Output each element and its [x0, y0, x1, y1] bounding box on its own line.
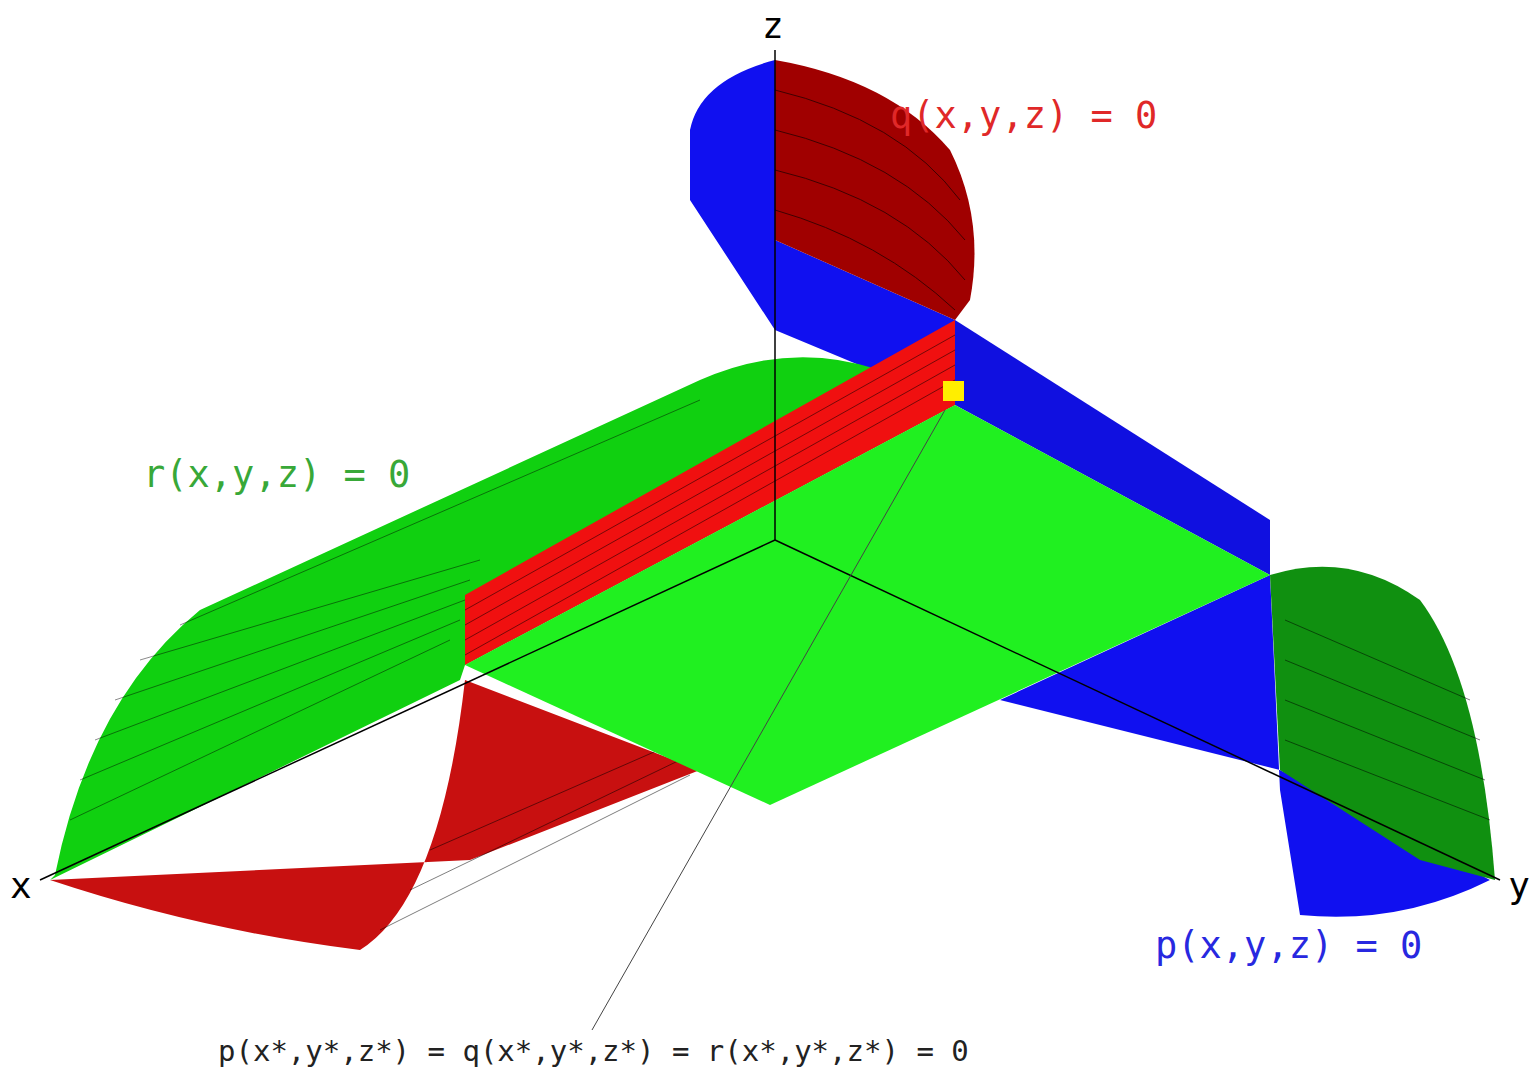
axis-label: x	[10, 866, 32, 906]
axis-label: z	[762, 6, 784, 46]
axis-label: y	[1508, 866, 1530, 906]
surface-label: q(x,y,z) = 0	[890, 96, 1157, 137]
green-surface	[465, 405, 1270, 805]
leader-line	[592, 410, 945, 1030]
surface-label: p(x,y,z) = 0	[1155, 926, 1422, 967]
green-surface	[1270, 567, 1495, 880]
intersection-point	[943, 381, 964, 401]
surface-label: r(x,y,z) = 0	[143, 455, 410, 496]
intersection-label: p(x*,y*,z*) = q(x*,y*,z*) = r(x*,y*,z*) …	[218, 1036, 969, 1068]
